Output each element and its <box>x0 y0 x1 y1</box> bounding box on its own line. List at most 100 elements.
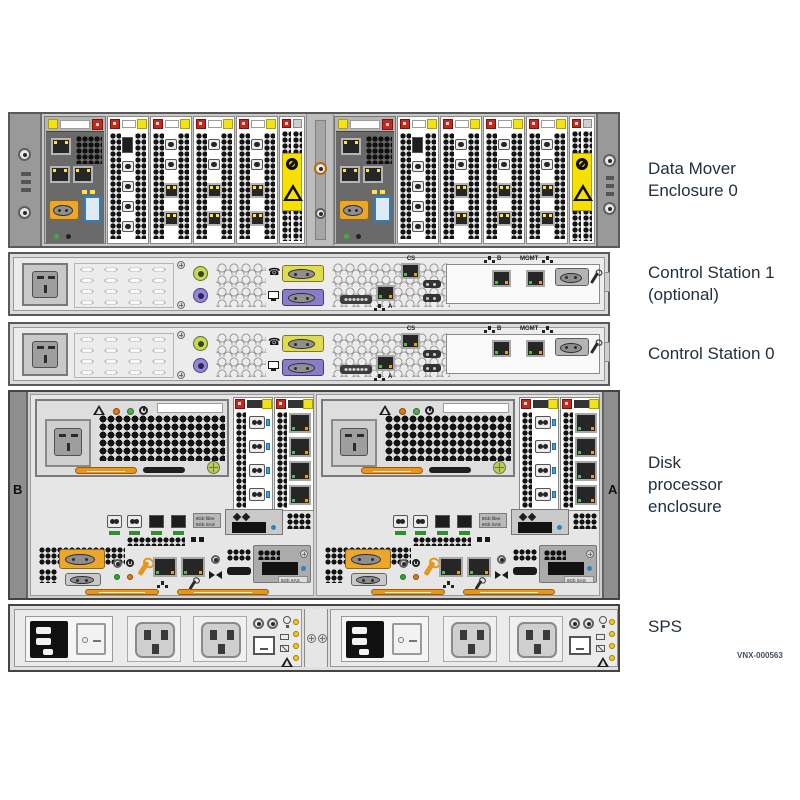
ac-inlet-socket <box>32 271 58 298</box>
service-wrench-icon <box>423 560 436 577</box>
db9-oval <box>559 272 583 283</box>
slot <box>21 188 31 192</box>
pin <box>426 296 429 300</box>
yellow-tag <box>427 119 437 129</box>
dpe-side-b-label: B <box>13 482 23 497</box>
mini-sas-port <box>149 515 164 528</box>
red-tag <box>382 119 393 130</box>
vent-grid <box>135 133 146 239</box>
ground-screw-icon <box>493 461 506 474</box>
red-tag <box>235 399 245 409</box>
status-led <box>66 234 71 239</box>
pin-slot <box>218 644 225 654</box>
connector-icon <box>603 202 616 215</box>
ps2-keyboard-port <box>193 266 208 281</box>
power-supply <box>35 399 229 477</box>
ethernet-port <box>363 166 383 183</box>
sfp-port <box>535 440 551 453</box>
ethernet-port <box>289 461 311 481</box>
sas-tag: 6Gb SAS <box>564 576 594 583</box>
ac-inlet-socket <box>340 428 368 456</box>
status-led <box>609 655 615 661</box>
port-tab <box>266 491 270 498</box>
data-mover-enclosure <box>8 112 620 248</box>
port-label-tag <box>395 531 406 535</box>
dpe-left-bracket: B <box>10 392 28 598</box>
sas-backend-module: 6Gb SAS <box>253 545 311 583</box>
ethernet-port <box>497 183 512 198</box>
screw-icon <box>586 550 594 558</box>
serial-port <box>555 338 589 356</box>
vent-grid <box>127 537 185 546</box>
divider-rail <box>315 120 326 240</box>
control-station: ☎ CS A B MGMT <box>8 252 610 316</box>
serial-port <box>339 200 369 220</box>
label-strip <box>208 120 222 128</box>
sas-backend-module: 6Gb SAS <box>539 545 597 583</box>
ethernet-port <box>289 485 311 505</box>
sas-port <box>413 515 428 528</box>
network-icon <box>378 305 381 308</box>
vent-grid <box>76 136 102 164</box>
sps-status-cluster <box>253 614 301 667</box>
ethernet-port <box>497 211 512 226</box>
vent-grid <box>325 569 343 583</box>
connector-icon <box>583 618 594 629</box>
sfp-port <box>208 139 220 150</box>
pin-slot <box>526 630 533 640</box>
dme-center-divider <box>306 114 334 246</box>
port-label-tag <box>437 531 448 535</box>
dme-right-bracket <box>596 114 618 246</box>
status-led <box>356 234 361 239</box>
red-tag <box>572 119 581 128</box>
screw-icon <box>318 634 327 643</box>
vent-grid <box>425 133 436 239</box>
network-icon <box>447 582 450 585</box>
status-led <box>293 619 299 625</box>
lan-a-label: A <box>388 374 393 380</box>
sas-port <box>232 522 266 533</box>
hazard-triangle-icon <box>573 184 593 201</box>
power-icon <box>425 406 434 415</box>
label-strip <box>350 120 380 129</box>
pin-slot <box>352 627 367 634</box>
vent-grid <box>522 412 532 508</box>
ac-inlet-black <box>346 621 384 658</box>
label-dme-line2: Enclosure 0 <box>648 181 738 200</box>
handle <box>143 467 185 473</box>
mini-sas-port <box>171 515 186 528</box>
warning-sticker <box>572 153 593 211</box>
power-icon <box>412 559 420 567</box>
vent-hole <box>191 537 196 542</box>
bulb-icon <box>599 616 607 624</box>
connector-icon <box>18 206 31 219</box>
sfp-port <box>122 181 134 192</box>
service-ethernet-port <box>467 557 491 577</box>
release-handle <box>177 589 269 595</box>
dme-left-bracket <box>10 114 42 246</box>
led <box>90 190 95 194</box>
status-led <box>293 631 299 637</box>
sfp-port <box>249 488 265 501</box>
io-module-ethernet <box>560 397 600 511</box>
management-module-body <box>336 131 394 243</box>
vent-hole <box>199 537 204 542</box>
ac-outlet <box>443 616 497 662</box>
status-led <box>271 525 276 530</box>
release-handle <box>75 467 137 474</box>
sfp-port <box>412 161 424 172</box>
label-dpe-line3: enclosure <box>648 497 722 516</box>
ground-screw-icon <box>207 461 220 474</box>
sps-status-cluster <box>569 614 617 667</box>
sas-expansion-module <box>225 509 283 535</box>
screw-icon <box>307 634 316 643</box>
pin-slot <box>152 644 159 654</box>
db9-oval <box>351 553 382 566</box>
service-ethernet-port <box>181 557 205 577</box>
lan-a-label: A <box>388 304 393 310</box>
ethernet-port <box>164 211 179 226</box>
cs-ethernet-port <box>401 333 420 349</box>
management-ethernet-port <box>153 557 177 577</box>
red-tag <box>521 399 531 409</box>
pin-slot <box>345 434 352 437</box>
